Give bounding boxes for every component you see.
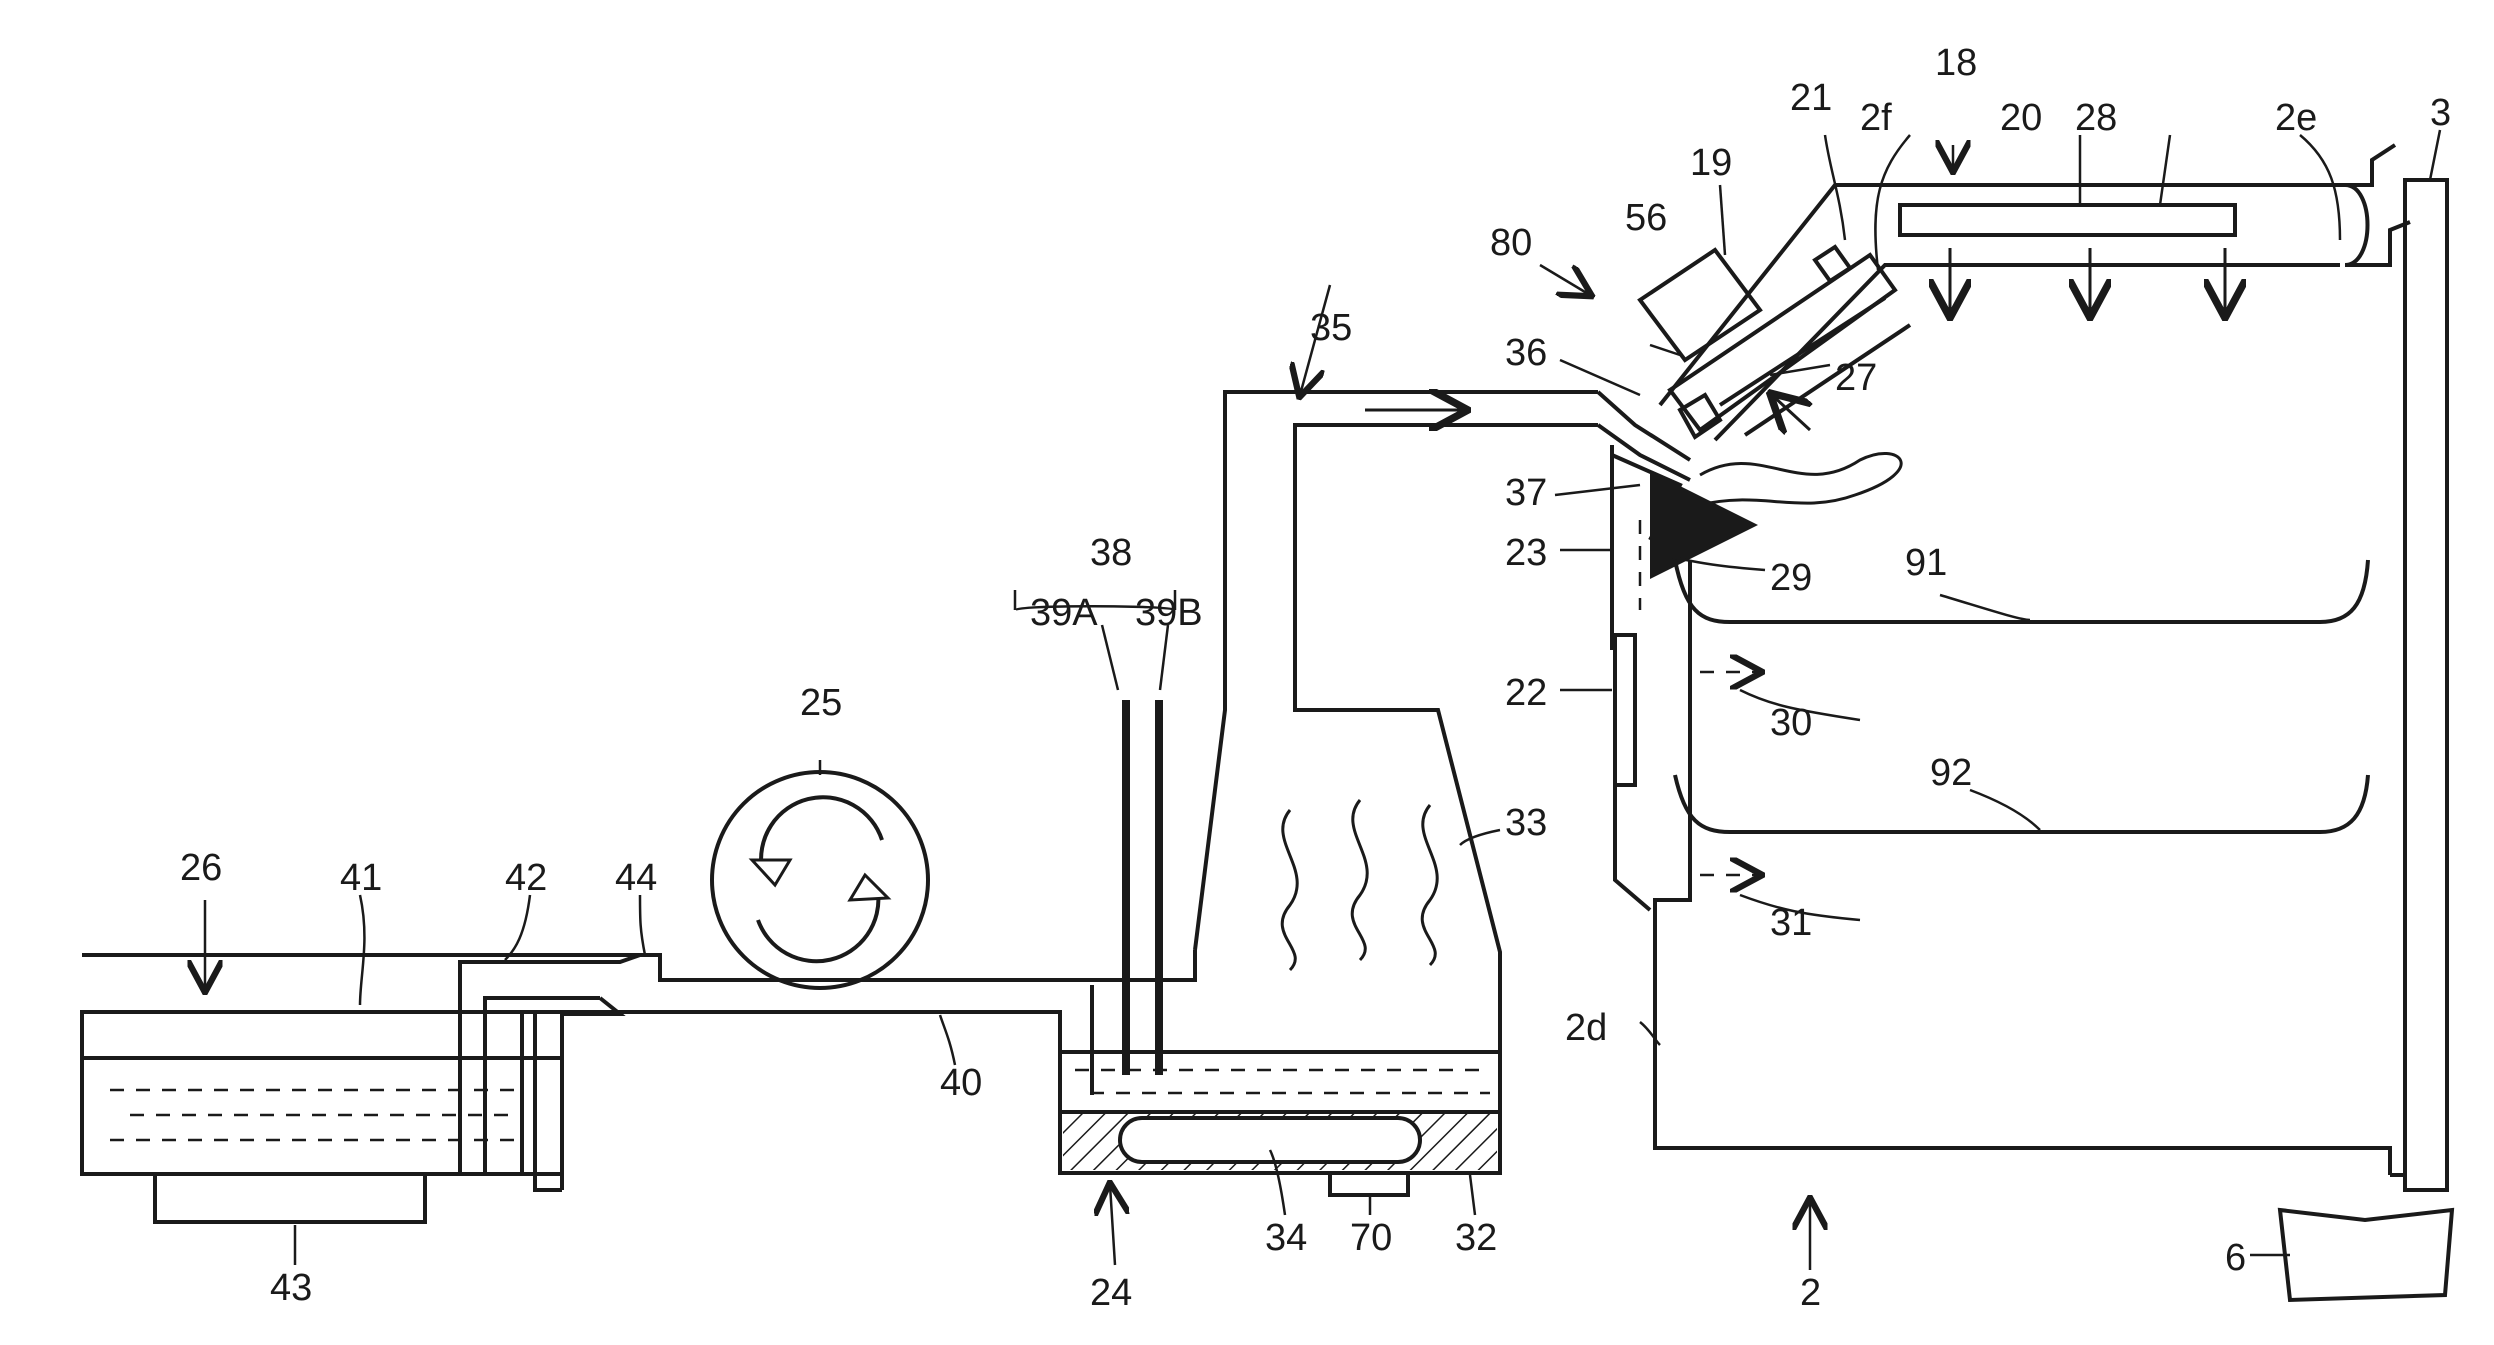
fan-motor xyxy=(1640,247,1895,437)
label-20: 20 xyxy=(2000,97,2042,139)
label-91: 91 xyxy=(1905,542,1947,584)
label-2e: 2e xyxy=(2275,97,2317,139)
label-36: 36 xyxy=(1505,332,1547,374)
label-2f: 2f xyxy=(1860,97,1892,139)
label-92: 92 xyxy=(1930,752,1972,794)
label-26: 26 xyxy=(180,847,222,889)
label-39A: 39A xyxy=(1030,592,1098,634)
water-level-sensor xyxy=(1092,700,1163,1095)
label-38: 38 xyxy=(1090,532,1132,574)
label-44: 44 xyxy=(615,857,657,899)
vent-plate xyxy=(1615,635,1635,785)
boiler-water-dashes xyxy=(1075,1070,1490,1093)
label-18: 18 xyxy=(1935,42,1977,84)
label-22: 22 xyxy=(1505,672,1547,714)
label-80: 80 xyxy=(1490,222,1532,264)
label-42: 42 xyxy=(505,857,547,899)
label-32: 32 xyxy=(1455,1217,1497,1259)
label-2d: 2d xyxy=(1565,1007,1607,1049)
label-56: 56 xyxy=(1625,197,1667,239)
supply-pipes xyxy=(460,955,700,1190)
label-25: 25 xyxy=(800,682,842,724)
label-40: 40 xyxy=(940,1062,982,1104)
label-33: 33 xyxy=(1505,802,1547,844)
steam-waves xyxy=(1282,800,1437,970)
tank-base xyxy=(155,1174,425,1222)
door xyxy=(2390,180,2447,1190)
label-6: 6 xyxy=(2225,1237,2246,1279)
label-23: 23 xyxy=(1505,532,1547,574)
water-tank xyxy=(82,955,650,1174)
label-39B: 39B xyxy=(1135,592,1203,634)
leader-lines xyxy=(205,130,2440,1270)
label-3: 3 xyxy=(2430,92,2451,134)
label-24: 24 xyxy=(1090,1272,1132,1314)
label-19: 19 xyxy=(1690,142,1732,184)
fan-blade xyxy=(1885,185,2368,265)
treatment-chamber xyxy=(1615,145,2410,1175)
label-70: 70 xyxy=(1350,1217,1392,1259)
pump xyxy=(712,772,928,988)
label-43: 43 xyxy=(270,1267,312,1309)
airflow-down-arrows xyxy=(1950,248,2225,315)
label-35: 35 xyxy=(1310,307,1352,349)
pipe-to-boiler xyxy=(562,950,1195,1052)
label-37: 37 xyxy=(1505,472,1547,514)
label-21: 21 xyxy=(1790,77,1832,119)
label-31: 31 xyxy=(1770,902,1812,944)
label-34: 34 xyxy=(1265,1217,1307,1259)
label-29: 29 xyxy=(1770,557,1812,599)
air-duct xyxy=(1660,185,2340,440)
label-30: 30 xyxy=(1770,702,1812,744)
shelf-92 xyxy=(1675,775,2368,832)
label-27: 27 xyxy=(1835,357,1877,399)
flow-arrows xyxy=(1700,672,1760,875)
label-41: 41 xyxy=(340,857,382,899)
label-28: 28 xyxy=(2075,97,2117,139)
label-2: 2 xyxy=(1800,1272,1821,1314)
drain-cup xyxy=(2280,1210,2452,1300)
